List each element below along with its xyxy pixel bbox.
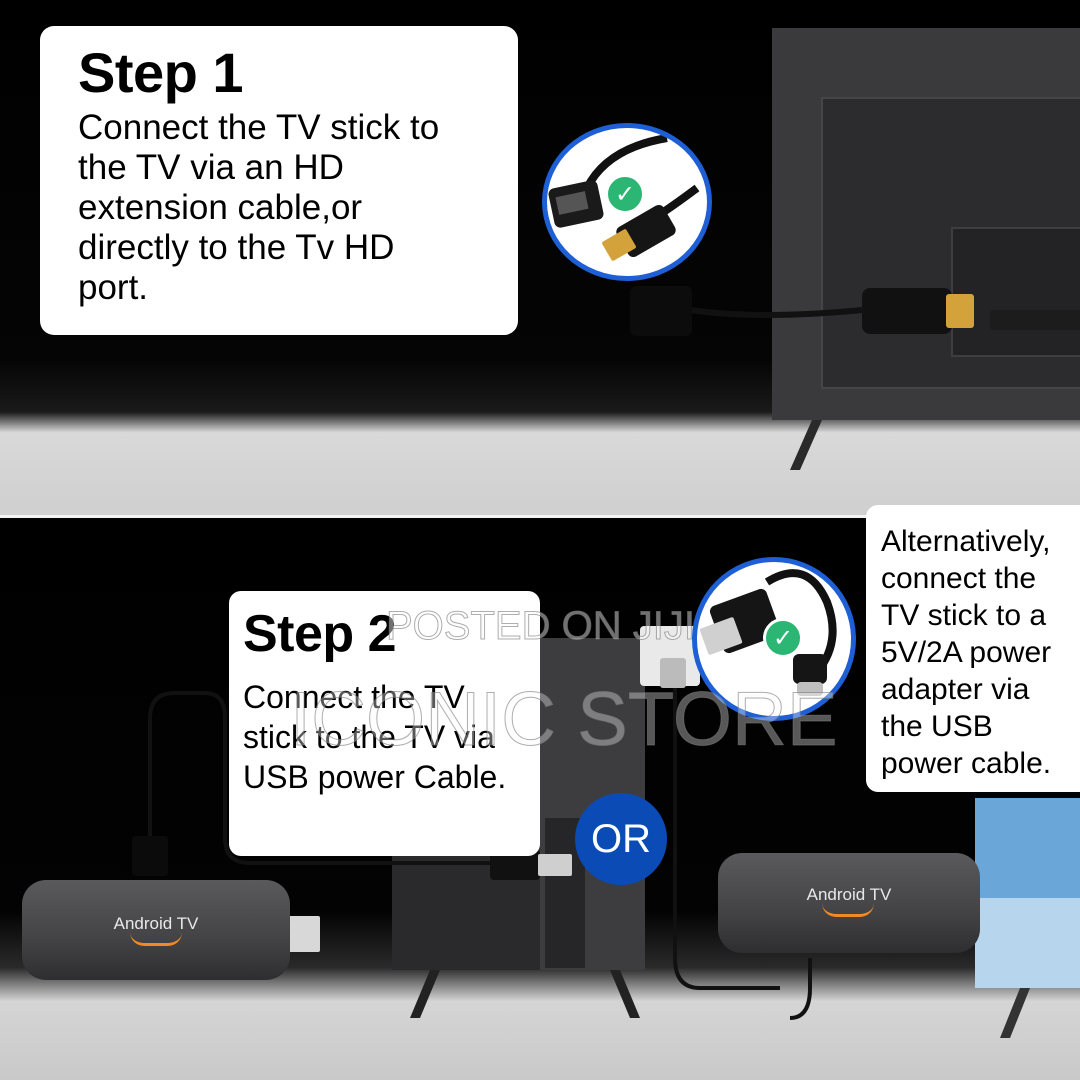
android-tv-stick-icon: Android TV [22,880,290,980]
step2-title: Step 2 [243,605,397,663]
panel-divider [0,515,1080,518]
step1-card: Step 1 Connect the TV stick to the TV vi… [40,26,518,335]
or-badge: OR [575,793,667,885]
alternative-card: Alternatively, connect the TV stick to a… [866,505,1080,792]
alternative-body: Alternatively, connect the TV stick to a… [881,525,1052,780]
step1-body: Connect the TV stick to the TV via an HD… [78,108,440,307]
stick-label: Android TV [806,885,892,904]
step1-panel [0,0,1080,515]
usb-cable-icon: ✓ [692,557,856,721]
check-icon: ✓ [763,618,803,658]
smile-logo [822,903,874,917]
step2-body: Connect the TV stick to the TV via USB p… [243,679,507,795]
hdmi-cable-icon: ✓ [542,123,712,281]
step1-title: Step 1 [78,41,244,104]
check-icon: ✓ [605,174,645,214]
android-tv-stick-icon: Android TV [718,853,980,953]
step2-card: Step 2 Connect the TV stick to the TV vi… [229,591,540,856]
smile-logo [130,932,182,946]
tv-icon [630,28,1080,470]
stick-label: Android TV [113,914,199,933]
